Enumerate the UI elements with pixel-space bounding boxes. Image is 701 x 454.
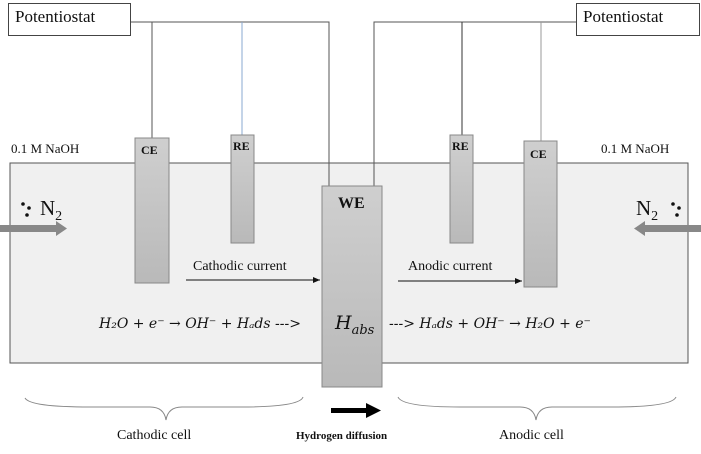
reference-electrode-left: [230, 134, 255, 244]
counter-electrode-left: [134, 137, 170, 284]
n2-subscript: 2: [55, 209, 63, 225]
cathodic-cell-brace: [24, 396, 304, 421]
potentiostat-right: Potentiostat: [576, 3, 700, 36]
anodic-reaction: ---> Hₐds + OH⁻ → H₂O + e⁻: [389, 316, 591, 332]
n2-inlet-arrow-left: [0, 221, 67, 236]
cathodic-current-label: Cathodic current: [193, 259, 287, 274]
n2-symbol: N: [636, 196, 652, 220]
electrolyte-label-left: 0.1 M NaOH: [11, 141, 80, 156]
n2-label-left: N2: [40, 196, 62, 225]
hydrogen-diffusion-label: Hydrogen diffusion: [296, 430, 388, 442]
n2-subscript: 2: [651, 209, 659, 225]
ce-left-label: CE: [141, 143, 158, 157]
cathodic-reaction: H₂O + e⁻ → OH⁻ + Hₐds --->: [99, 316, 301, 332]
reference-electrode-right: [449, 134, 474, 244]
cathodic-cell-label: Cathodic cell: [117, 428, 192, 443]
we-label: WE: [338, 195, 365, 212]
bubble-icon-right: [671, 202, 681, 217]
abs-subscript: abs: [351, 322, 375, 338]
anodic-cell-brace: [397, 396, 677, 421]
n2-symbol: N: [40, 196, 56, 220]
absorbed-hydrogen: Habs: [335, 312, 374, 338]
anodic-current-label: Anodic current: [408, 259, 493, 274]
h-symbol: H: [335, 312, 352, 334]
ce-right-label: CE: [530, 147, 547, 161]
re-right-label: RE: [452, 139, 469, 153]
potentiostat-left: Potentiostat: [8, 3, 131, 36]
working-electrode: [321, 185, 383, 388]
wires: [131, 21, 576, 186]
re-left-label: RE: [233, 139, 250, 153]
hydrogen-diffusion-arrow: [331, 403, 381, 418]
counter-electrode-right: [523, 140, 558, 288]
n2-inlet-arrow-right: [634, 221, 701, 236]
electrolyte-label-right: 0.1 M NaOH: [601, 141, 670, 156]
n2-label-right: N2: [636, 196, 658, 225]
bubble-icon-left: [21, 202, 31, 217]
anodic-cell-label: Anodic cell: [499, 428, 564, 443]
